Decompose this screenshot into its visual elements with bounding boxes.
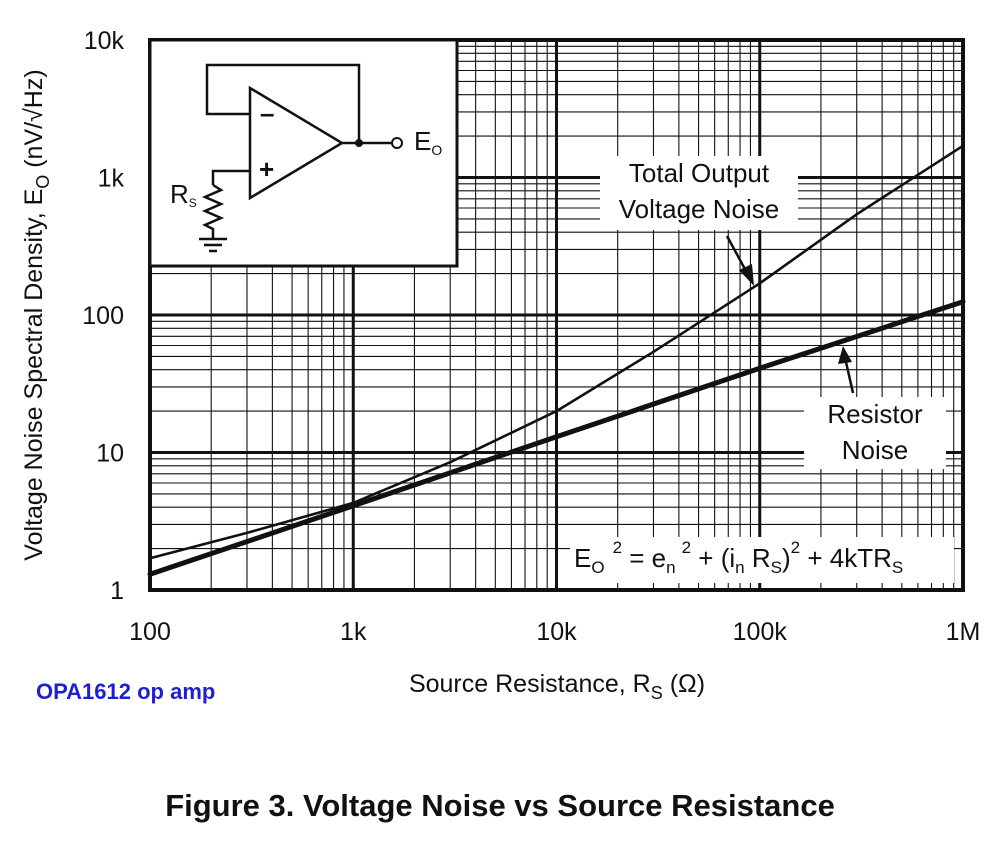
resistor-symbol: [201, 183, 225, 238]
inset-output-label: EO: [414, 126, 442, 158]
noise-formula: EO2 = en2 + (in RS)2 + 4kTRS: [570, 537, 954, 583]
annotation-resistor-noise: Resistor Noise: [804, 346, 946, 469]
y-tick-label: 1k: [98, 165, 125, 193]
y-tick-label: 100: [82, 302, 124, 330]
inset-resistor-label: RS: [170, 179, 197, 210]
resistor-noise-pointer: [844, 361, 855, 394]
y-tick-label: 10k: [84, 27, 125, 55]
y-tick-label: 10: [96, 440, 124, 468]
series-line-total-output-noise: [148, 144, 965, 560]
resistor-noise-arrowhead: [838, 346, 852, 364]
input-wire: [211, 169, 250, 185]
inset-schematic: EO – + RS: [148, 38, 459, 268]
svg-text:EO2 = en2 + (in RS)2 + 4kTRS: EO2 = en2 + (in RS)2 + 4kTRS: [574, 538, 903, 577]
noninverting-input-symbol: +: [259, 154, 274, 184]
feedback-wire: [205, 63, 361, 143]
y-tick-label: 1: [110, 577, 124, 605]
tick-labels: 100 1k 10k 100k 1M 1 10 100 1k 10k: [82, 27, 980, 646]
x-axis-label: Source Resistance, RS (Ω): [409, 670, 705, 703]
x-tick-label: 10k: [536, 618, 577, 646]
total-noise-label-line2: Voltage Noise: [619, 194, 779, 224]
y-axis-label: Voltage Noise Spectral Density, EO (nV/√…: [20, 69, 53, 560]
resistor-noise-label-line2: Noise: [842, 435, 908, 465]
x-tick-label: 1k: [340, 618, 367, 646]
total-noise-pointer: [725, 235, 748, 272]
plot-frame: [148, 38, 965, 592]
x-tick-label: 1M: [946, 618, 981, 646]
annotation-total-noise: Total Output Voltage Noise: [600, 156, 798, 286]
x-tick-label: 100: [129, 618, 171, 646]
figure-caption: Figure 3. Voltage Noise vs Source Resist…: [165, 788, 835, 823]
series-line-resistor-noise: [147, 299, 966, 577]
x-tick-label: 100k: [733, 618, 788, 646]
op-amp-symbol: [248, 85, 345, 201]
total-noise-label-line1: Total Output: [629, 158, 770, 188]
device-note: OPA1612 op amp: [36, 679, 216, 704]
output-terminal: [391, 137, 403, 149]
resistor-noise-label-line1: Resistor: [827, 399, 923, 429]
total-noise-arrowhead: [739, 264, 754, 286]
series-layer: [147, 144, 966, 577]
junction-dot: [355, 139, 363, 147]
inverting-input-symbol: –: [260, 98, 274, 128]
